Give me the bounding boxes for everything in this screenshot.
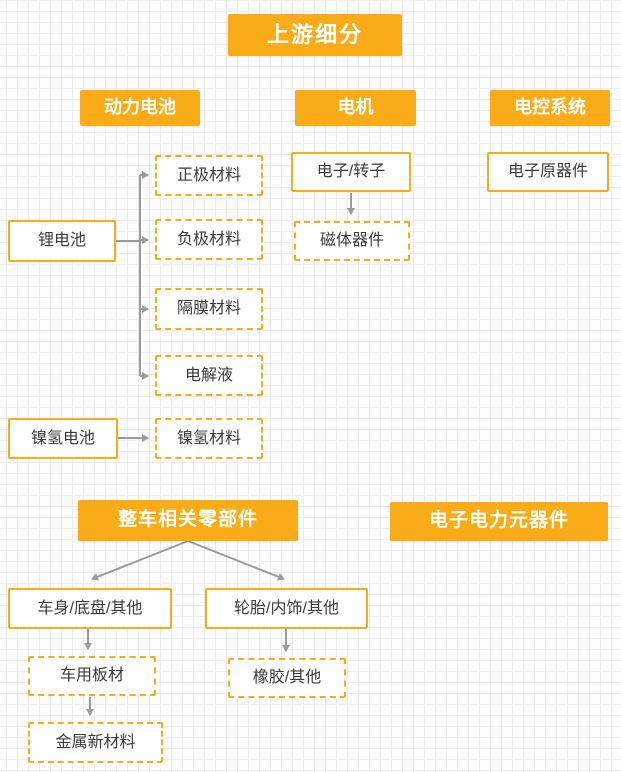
connector-vehicle-right bbox=[187, 540, 285, 581]
connector-vehicle-left bbox=[91, 540, 189, 581]
header-control-system: 电控系统 bbox=[490, 90, 610, 126]
node-nimh-material: 镍氢材料 bbox=[155, 418, 263, 459]
node-nimh-battery: 镍氢电池 bbox=[8, 418, 118, 459]
node-separator-material: 隔膜材料 bbox=[155, 288, 263, 330]
node-body-chassis-other: 车身/底盘/其他 bbox=[8, 588, 172, 629]
header-power-battery: 动力电池 bbox=[80, 90, 200, 126]
node-cathode-material: 正极材料 bbox=[155, 155, 263, 196]
header-power-electronics: 电子电力元器件 bbox=[390, 502, 608, 541]
node-metal-new-material: 金属新材料 bbox=[28, 722, 163, 763]
node-magnet-components: 磁体器件 bbox=[294, 221, 410, 261]
node-tire-interior-other: 轮胎/内饰/其他 bbox=[205, 588, 368, 629]
node-vehicle-sheet: 车用板材 bbox=[28, 656, 156, 696]
diagram-title: 上游细分 bbox=[228, 14, 402, 56]
header-motor: 电机 bbox=[295, 90, 416, 126]
header-vehicle-parts: 整车相关零部件 bbox=[78, 500, 298, 541]
node-rubber-other: 橡胶/其他 bbox=[228, 658, 346, 698]
node-electrolyte: 电解液 bbox=[155, 355, 263, 396]
node-stator-rotor: 电子/转子 bbox=[291, 152, 411, 192]
node-lithium-battery: 锂电池 bbox=[8, 220, 116, 262]
node-anode-material: 负极材料 bbox=[155, 219, 263, 260]
node-electronic-components: 电子原器件 bbox=[487, 152, 609, 192]
